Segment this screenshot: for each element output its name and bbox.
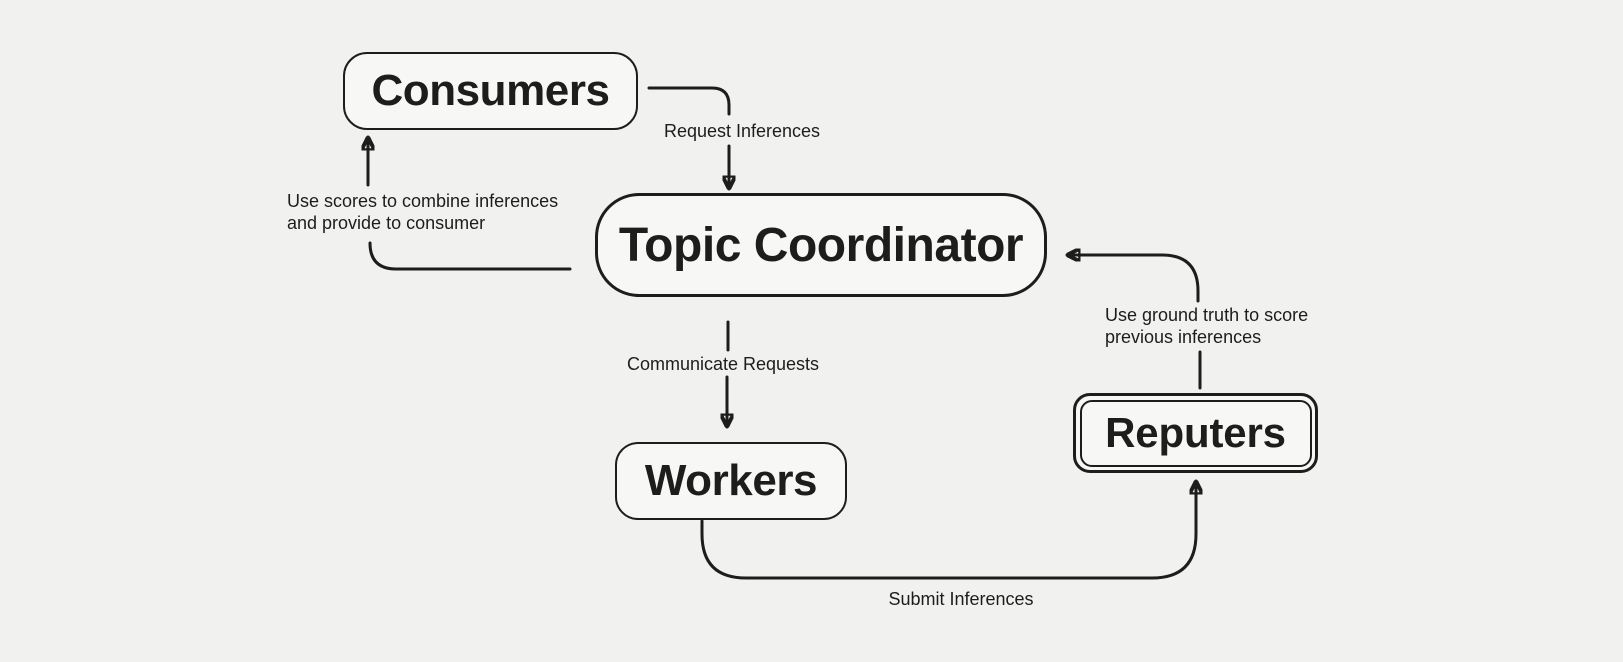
edge-label-request-inferences: Request Inferences (663, 121, 821, 141)
edge-request-inferences-line-start (647, 86, 731, 116)
node-reputers: Reputers (1073, 393, 1318, 473)
node-consumers-label: Consumers (371, 66, 610, 115)
node-workers-label: Workers (644, 456, 818, 505)
edge-use-scores-line-start (368, 241, 572, 271)
node-reputers-label: Reputers (1105, 409, 1286, 456)
node-topic-coordinator-label: Topic Coordinator (618, 218, 1024, 272)
node-workers: Workers (615, 442, 847, 520)
edge-label-use-scores: Use scores to combine inferences and pro… (287, 191, 559, 233)
node-topic-coordinator: Topic Coordinator (595, 193, 1047, 297)
edge-label-use-ground-truth: Use ground truth to score previous infer… (1105, 305, 1309, 347)
edge-label-communicate-requests: Communicate Requests (626, 354, 820, 374)
node-reputers-inner-border: Reputers (1079, 399, 1312, 467)
edge-label-submit-inferences: Submit Inferences (888, 589, 1034, 609)
edge-use-ground-truth-line-arrow (1065, 255, 1200, 303)
node-consumers: Consumers (343, 52, 638, 130)
edge-submit-inferences-line (700, 479, 1196, 580)
